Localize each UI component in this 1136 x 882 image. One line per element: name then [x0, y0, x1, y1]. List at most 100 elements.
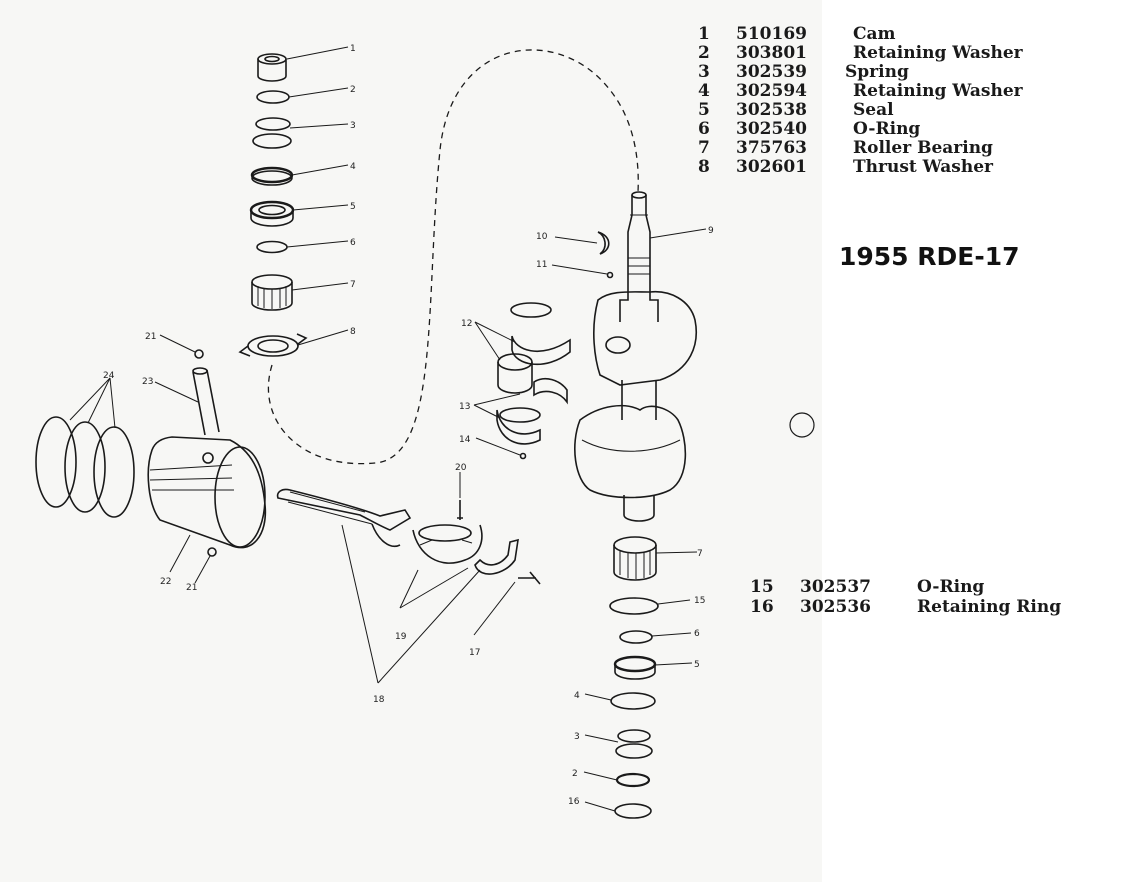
- o-ring-6: [256, 240, 288, 254]
- part-index: 8: [698, 157, 710, 177]
- part-name: Retaining Ring: [917, 597, 1062, 617]
- spring-3: [252, 117, 292, 149]
- retaining-washer-2: [256, 90, 290, 104]
- crankshaft-part: [574, 191, 697, 522]
- detached-circle: [789, 412, 815, 438]
- retaining-washer-4: [250, 166, 294, 186]
- parts-row: 2 303801 Retaining Washer: [690, 44, 1050, 63]
- part-index: 2: [698, 43, 710, 63]
- part-number: 302539: [736, 62, 807, 82]
- callout-7: 7: [350, 280, 356, 290]
- part-name: Cam: [853, 24, 896, 44]
- callout-15: 15: [694, 596, 705, 606]
- retaining-washer-4-bottom: [610, 692, 656, 710]
- parts-row: 7 375763 Roller Bearing: [690, 139, 1050, 158]
- wrist-pin-23: [192, 367, 220, 436]
- callout-2: 2: [350, 85, 356, 95]
- callout-13: 13: [459, 402, 470, 412]
- part-index: 15: [750, 577, 774, 597]
- retaining-ring-16: [614, 803, 652, 819]
- part-number: 303801: [736, 43, 807, 63]
- bolt-17: [518, 571, 541, 585]
- part-name: O-Ring: [853, 119, 921, 139]
- parts-row: 8 302601 Thrust Washer: [690, 158, 1050, 177]
- callout-11: 11: [536, 260, 547, 270]
- parts-row: 4 302594 Retaining Washer: [690, 82, 1050, 101]
- part-index: 1: [698, 24, 710, 44]
- bearing-halves-13: [496, 407, 541, 445]
- callout-7-bottom: 7: [697, 549, 703, 559]
- callout-21-bottom: 21: [186, 583, 197, 593]
- piston-rings-24: [35, 416, 135, 518]
- rod-cap: [474, 538, 519, 575]
- callout-5-bottom: 5: [694, 660, 700, 670]
- seal-5-bottom: [613, 655, 657, 680]
- parts-row: 5 302538 Seal: [690, 101, 1050, 120]
- part-number: 302540: [736, 119, 807, 139]
- pin-14: [519, 452, 527, 460]
- parts-row: 16 302536 Retaining Ring: [750, 598, 1130, 617]
- parts-list-top: 1 510169 Cam 2 303801 Retaining Washer 3…: [690, 25, 1050, 185]
- callout-6-bottom: 6: [694, 629, 700, 639]
- callout-17: 17: [469, 648, 480, 658]
- callout-24: 24: [103, 371, 115, 381]
- part-index: 16: [750, 597, 774, 617]
- callout-leader-lines: [69, 46, 707, 812]
- retaining-washer-2-bottom: [615, 772, 651, 788]
- parts-row: 1 510169 Cam: [690, 25, 1050, 44]
- callout-19: 19: [395, 632, 407, 642]
- lock-ring-21-top: [194, 349, 204, 359]
- lock-ring-21-bottom: [207, 547, 217, 557]
- part-number: 302594: [736, 81, 807, 101]
- callout-5: 5: [350, 202, 356, 212]
- o-ring-6-bottom: [619, 630, 653, 644]
- seal-5: [249, 200, 295, 227]
- callout-8: 8: [350, 327, 356, 337]
- callout-3-bottom: 3: [574, 732, 580, 742]
- thrust-washer-8: [238, 333, 308, 357]
- callout-12: 12: [461, 319, 472, 329]
- part-index: 7: [698, 138, 710, 158]
- part-name: Retaining Washer: [853, 81, 1023, 101]
- diagram-title: 1955 RDE-17: [839, 242, 1020, 271]
- part-number: 302538: [736, 100, 807, 120]
- callout-22: 22: [160, 577, 171, 587]
- part-number: 302537: [800, 577, 871, 597]
- cam-part: [257, 53, 287, 82]
- callout-4: 4: [350, 162, 356, 172]
- part-name: O-Ring: [917, 577, 985, 597]
- parts-row: 6 302540 O-Ring: [690, 120, 1050, 139]
- callout-10: 10: [536, 232, 548, 242]
- part-index: 3: [698, 62, 710, 82]
- part-name: Thrust Washer: [853, 157, 994, 177]
- callout-21-top: 21: [145, 332, 156, 342]
- callout-14: 14: [459, 435, 471, 445]
- part-name: Roller Bearing: [853, 138, 993, 158]
- bolt-20: [457, 500, 463, 520]
- callout-9: 9: [708, 226, 714, 236]
- parts-list-bottom: 15 302537 O-Ring 16 302536 Retaining Rin…: [750, 578, 1130, 620]
- key-10: [597, 231, 610, 255]
- roller-bearing-7-top: [251, 274, 293, 311]
- callout-3: 3: [350, 121, 356, 131]
- o-ring-15: [609, 597, 659, 615]
- pin-11: [606, 271, 614, 279]
- callout-1: 1: [350, 44, 356, 54]
- part-index: 6: [698, 119, 710, 139]
- part-name: Retaining Washer: [853, 43, 1023, 63]
- part-number: 510169: [736, 24, 807, 44]
- callout-18: 18: [373, 695, 385, 705]
- rod-bearing-19: [412, 524, 483, 564]
- callout-6: 6: [350, 238, 356, 248]
- part-number: 302601: [736, 157, 807, 177]
- spring-3-bottom: [615, 729, 653, 759]
- part-name: Seal: [853, 100, 894, 120]
- part-index: 4: [698, 81, 710, 101]
- callout-4-bottom: 4: [574, 691, 580, 701]
- roller-bearing-7-bottom: [613, 536, 657, 581]
- callout-numbers: 1 2 3 4 5 6 7 8 9 10 11 12 13 14 15 16 1…: [103, 44, 714, 807]
- callout-23: 23: [142, 377, 153, 387]
- bearing-halves-12: [497, 302, 571, 405]
- dashed-assembly-path: [267, 49, 639, 465]
